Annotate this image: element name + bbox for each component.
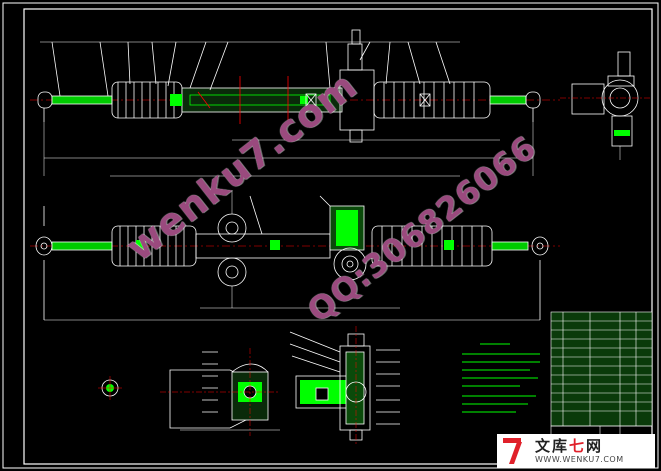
section-view-a xyxy=(160,348,280,436)
front-view-assembly xyxy=(30,190,560,321)
logo-url: WWW.WENKU7.COM xyxy=(535,454,624,464)
logo-text: 文库七网 WWW.WENKU7.COM xyxy=(535,436,624,464)
section-view-b xyxy=(289,326,400,446)
parts-list-table xyxy=(550,311,653,427)
top-view-assembly xyxy=(30,29,560,177)
technical-notes xyxy=(462,343,540,413)
site-logo: 文库七网 WWW.WENKU7.COM xyxy=(497,434,655,468)
logo-seven-icon xyxy=(503,438,529,464)
inner-border xyxy=(23,8,653,465)
logo-cn-end: 网 xyxy=(586,436,604,455)
detail-view-left xyxy=(98,376,122,400)
logo-cn-red: 七 xyxy=(569,436,587,455)
logo-cn-text: 文库 xyxy=(535,436,570,455)
side-view xyxy=(560,51,650,160)
boot-right-top xyxy=(373,81,491,119)
